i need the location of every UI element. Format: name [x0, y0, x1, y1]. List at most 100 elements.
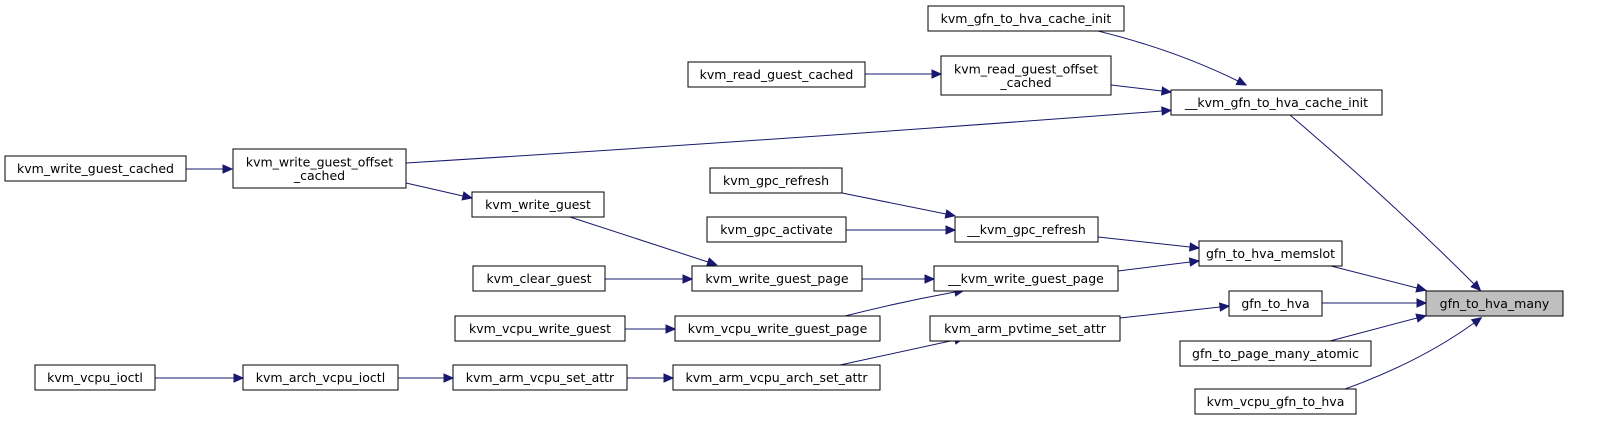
edge-arrowhead: [1470, 280, 1482, 292]
node-kvm_clear_guest[interactable]: kvm_clear_guest: [472, 265, 606, 292]
node-label: _cached: [999, 75, 1051, 90]
node-box: [472, 265, 606, 292]
node-kvm_vcpu_ioctl[interactable]: kvm_vcpu_ioctl: [34, 364, 156, 391]
edge-gfn_to_hva_memslot-to-gfn_to_hva_many: [1330, 265, 1427, 293]
node-__kvm_gpc_refresh[interactable]: __kvm_gpc_refresh: [954, 216, 1099, 243]
edge-line: [841, 192, 947, 215]
node-gfn_to_hva[interactable]: gfn_to_hva: [1228, 290, 1323, 317]
edge-kvm_arch_vcpu_ioctl-to-kvm_arm_vcpu_set_attr: [398, 373, 455, 383]
node-label: gfn_to_hva_memslot: [1206, 246, 1335, 261]
edge-__kvm_gfn_to_hva_cache_init-to-gfn_to_hva_many: [1289, 114, 1482, 292]
edge-arrowhead: [222, 164, 234, 174]
node-kvm_write_guest_page[interactable]: kvm_write_guest_page: [691, 265, 863, 292]
edge-arrowhead: [931, 69, 943, 79]
node-kvm_vcpu_write_guest_page[interactable]: kvm_vcpu_write_guest_page: [674, 315, 881, 342]
edge-kvm_write_guest-to-kvm_write_guest_page: [569, 216, 718, 267]
edge-kvm_read_guest_cached-to-kvm_read_guest_offset_cached: [865, 69, 943, 79]
edge-line: [1097, 236, 1191, 248]
node-box: [1198, 240, 1343, 267]
node-box: [933, 265, 1119, 292]
node-label: kvm_gfn_to_hva_cache_init: [941, 11, 1112, 26]
node-box: [706, 216, 847, 243]
node-label: kvm_write_guest_page: [705, 271, 848, 286]
edge-line: [1330, 265, 1418, 289]
edge-kvm_read_guest_offset_cached-to-__kvm_gfn_to_hva_cache_init: [1110, 84, 1173, 96]
node-label: kvm_vcpu_ioctl: [47, 370, 143, 385]
node-label: kvm_arch_vcpu_ioctl: [256, 370, 385, 385]
node-label: kvm_vcpu_gfn_to_hva: [1207, 394, 1345, 409]
node-kvm_arm_vcpu_arch_set_attr[interactable]: kvm_arm_vcpu_arch_set_attr: [672, 364, 881, 391]
node-label: kvm_clear_guest: [486, 271, 591, 286]
edge-line: [405, 110, 1163, 164]
node-gfn_to_hva_many[interactable]: gfn_to_hva_many: [1425, 290, 1564, 317]
edge-kvm_arm_pvtime_set_attr-to-gfn_to_hva: [1119, 302, 1231, 319]
edge-kvm_gfn_to_hva_cache_init-to-__kvm_gfn_to_hva_cache_init: [1097, 30, 1248, 86]
node-kvm_gpc_refresh[interactable]: kvm_gpc_refresh: [709, 167, 843, 194]
call-graph-nodes: gfn_to_hva_many kvm_gfn_to_hva_cache_init…: [4, 5, 1564, 415]
node-label: kvm_arm_pvtime_set_attr: [944, 321, 1107, 336]
node-box: [1179, 340, 1372, 367]
node-label: gfn_to_hva_many: [1440, 296, 1550, 311]
edge-arrowhead: [1188, 257, 1201, 267]
edge-kvm_write_guest_offset_cached-to-__kvm_gfn_to_hva_cache_init: [405, 106, 1173, 164]
node-label: _cached: [293, 168, 345, 183]
node-box: [34, 364, 156, 391]
node-box: [242, 364, 399, 391]
edge-line: [1119, 306, 1221, 319]
edge-line: [1329, 317, 1418, 342]
edge-arrowhead: [1218, 302, 1231, 312]
edge-kvm_arm_vcpu_set_attr-to-kvm_arm_vcpu_arch_set_attr: [627, 373, 675, 383]
node-label: kvm_vcpu_write_guest: [469, 321, 611, 336]
node-kvm_gpc_activate[interactable]: kvm_gpc_activate: [706, 216, 847, 243]
node-box: [454, 315, 626, 342]
node-label: __kvm_gpc_refresh: [966, 222, 1086, 237]
edge-arrowhead: [1161, 106, 1173, 116]
node-box: [687, 61, 866, 88]
edge-arrowhead: [233, 373, 245, 383]
node-label: kvm_read_guest_offset: [954, 61, 1098, 76]
node-label: kvm_write_guest_cached: [17, 161, 174, 176]
node-label: kvm_read_guest_cached: [700, 67, 854, 82]
edge-kvm_vcpu_gfn_to_hva-to-gfn_to_hva_many: [1344, 317, 1483, 390]
node-kvm_arch_vcpu_ioctl[interactable]: kvm_arch_vcpu_ioctl: [242, 364, 399, 391]
edge-arrowhead: [665, 324, 677, 334]
edge-line: [844, 291, 956, 317]
node-box: [1194, 388, 1357, 415]
node-gfn_to_page_many_atomic[interactable]: gfn_to_page_many_atomic: [1179, 340, 1372, 367]
node-kvm_read_guest_cached[interactable]: kvm_read_guest_cached: [687, 61, 866, 88]
node-kvm_arm_pvtime_set_attr[interactable]: kvm_arm_pvtime_set_attr: [929, 315, 1121, 342]
node-label: gfn_to_hva: [1241, 296, 1309, 311]
node-box: [452, 364, 628, 391]
node-kvm_vcpu_gfn_to_hva[interactable]: kvm_vcpu_gfn_to_hva: [1194, 388, 1357, 415]
node-kvm_write_guest[interactable]: kvm_write_guest: [471, 191, 605, 218]
node-kvm_gfn_to_hva_cache_init[interactable]: kvm_gfn_to_hva_cache_init: [927, 5, 1125, 32]
node-label: kvm_write_guest: [485, 197, 591, 212]
node-box: [232, 148, 407, 189]
node-__kvm_gfn_to_hva_cache_init[interactable]: __kvm_gfn_to_hva_cache_init: [1170, 89, 1383, 116]
node-label: __kvm_gfn_to_hva_cache_init: [1184, 95, 1368, 110]
node-kvm_write_guest_cached[interactable]: kvm_write_guest_cached: [4, 155, 187, 182]
edge-line: [1289, 114, 1475, 285]
edge-kvm_clear_guest-to-kvm_write_guest_page: [605, 274, 694, 284]
edge-arrowhead: [1415, 283, 1427, 293]
node-kvm_arm_vcpu_set_attr[interactable]: kvm_arm_vcpu_set_attr: [452, 364, 628, 391]
edge-gfn_to_page_many_atomic-to-gfn_to_hva_many: [1329, 313, 1427, 342]
edge-__kvm_gpc_refresh-to-gfn_to_hva_memslot: [1097, 236, 1201, 252]
edge-arrowhead: [924, 274, 936, 284]
node-box: [927, 5, 1125, 32]
node-box: [1170, 89, 1383, 116]
edge-arrowhead: [461, 191, 473, 201]
node-kvm_read_guest_offset_cached[interactable]: kvm_read_guest_offset_cached: [940, 55, 1112, 96]
edge-arrowhead: [1415, 313, 1427, 323]
node-kvm_vcpu_write_guest[interactable]: kvm_vcpu_write_guest: [454, 315, 626, 342]
node-__kvm_write_guest_page[interactable]: __kvm_write_guest_page: [933, 265, 1119, 292]
node-label: kvm_write_guest_offset: [246, 154, 393, 169]
node-gfn_to_hva_memslot[interactable]: gfn_to_hva_memslot: [1198, 240, 1343, 267]
node-kvm_write_guest_offset_cached[interactable]: kvm_write_guest_offset_cached: [232, 148, 407, 189]
edge-line: [1110, 84, 1163, 92]
node-label: kvm_vcpu_write_guest_page: [688, 321, 868, 336]
node-label: __kvm_write_guest_page: [947, 271, 1104, 286]
edge-kvm_gpc_refresh-to-__kvm_gpc_refresh: [841, 192, 957, 219]
node-label: gfn_to_page_many_atomic: [1192, 346, 1359, 361]
node-box: [709, 167, 843, 194]
